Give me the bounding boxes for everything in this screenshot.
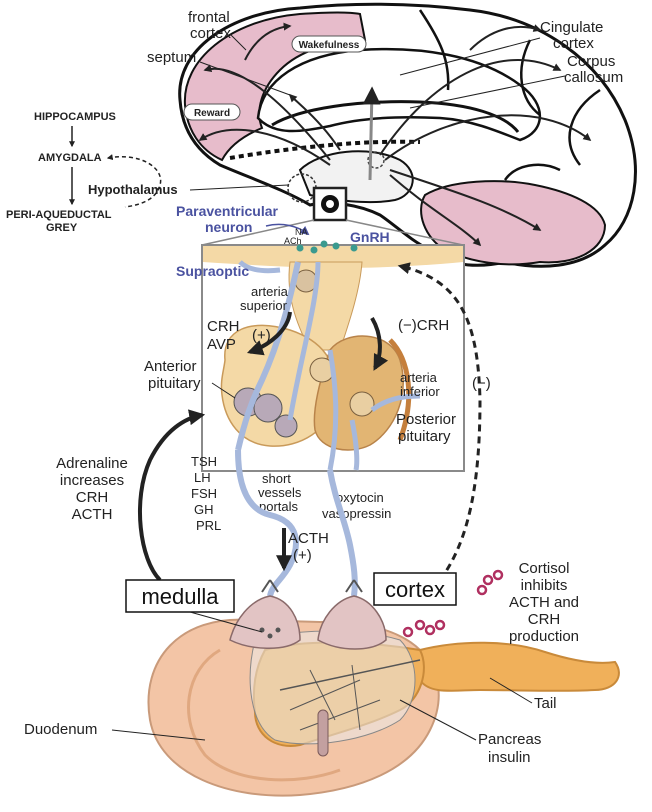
label-anterior-1: Anterior (144, 358, 197, 375)
label-ach: ACh (284, 236, 302, 246)
capillary-plexus (275, 415, 297, 437)
label-supraoptic: Supraoptic (176, 263, 249, 279)
label-hippocampus: HIPPOCAMPUS (34, 111, 116, 123)
label-arteria-superior-2: superior (240, 298, 288, 313)
label-hormone-tsh: TSH (191, 454, 217, 469)
label-wakefulness: Wakefulness (299, 40, 360, 51)
label-medulla: medulla (141, 584, 219, 609)
label-hormone-prl: PRL (196, 518, 221, 533)
label-gnrh: GnRH (350, 229, 390, 245)
label-adrenaline-2: increases (60, 472, 124, 489)
cortisol-note: Cortisol inhibits ACTH and CRH productio… (509, 560, 579, 645)
label-cingulate-cortex-1: Cingulate (540, 19, 603, 36)
label-vasopressin: vasopressin (322, 506, 391, 521)
projection-wakefulness (370, 90, 372, 180)
label-arteria-inferior-1: arteria (400, 370, 438, 385)
label-cortisol-3: ACTH and (509, 594, 579, 611)
capillary-plexus (254, 394, 282, 422)
label-arteria-superior-1: arteria (251, 284, 289, 299)
label-avp: AVP (207, 336, 236, 353)
label-hormone-lh: LH (194, 470, 211, 485)
label-hormone-gh: GH (194, 502, 214, 517)
label-short-vessels-2: vessels (258, 485, 302, 500)
label-adrenaline-1: Adrenaline (56, 455, 128, 472)
label-paraventricular-2: neuron (205, 219, 252, 235)
label-oxytocin: oxytocin (336, 490, 384, 505)
label-pag-2: GREY (46, 222, 78, 234)
label-anterior-2: pituitary (148, 375, 201, 392)
pancreas-tail (420, 643, 619, 691)
label-corpus-callosum-2: callosum (564, 69, 623, 86)
label-cortex: cortex (385, 577, 445, 602)
label-insulin: insulin (488, 749, 531, 766)
label-crh: CRH (207, 318, 240, 335)
label-amygdala: AMYGDALA (38, 152, 102, 164)
label-tail: Tail (534, 695, 557, 712)
label-duodenum: Duodenum (24, 721, 97, 738)
label-hormone-fsh: FSH (191, 486, 217, 501)
left-adrenal (230, 596, 300, 648)
label-short-vessels-1: short (262, 471, 291, 486)
adrenaline-note: Adrenaline increases CRH ACTH (56, 455, 128, 523)
label-paraventricular-1: Paraventricular (176, 203, 278, 219)
label-reward: Reward (194, 108, 230, 119)
label-pancreas: Pancreas (478, 731, 541, 748)
label-acth-plus: (+) (293, 547, 312, 564)
label-posterior-1: Posterior (396, 411, 456, 428)
label-minus: (−) (472, 375, 491, 392)
vessel-stub (318, 710, 328, 756)
pituitary-stalk-core (326, 200, 334, 208)
label-posterior-2: pituitary (398, 428, 451, 445)
label-arteria-inferior-2: inferior (400, 384, 440, 399)
label-adrenaline-3: CRH (76, 489, 109, 506)
label-cingulate-cortex-2: cortex (553, 35, 594, 52)
label-cortisol-2: inhibits (521, 577, 568, 594)
label-hypothalamus: Hypothalamus (88, 182, 178, 197)
label-cortisol-5: production (509, 628, 579, 645)
label-adrenaline-4: ACTH (72, 506, 113, 523)
label-cortisol-1: Cortisol (519, 560, 570, 577)
label-corpus-callosum-1: Corpus (567, 53, 615, 70)
label-pag-1: PERI-AQUEDUCTAL (6, 209, 112, 221)
label-frontal-cortex-2: cortex (190, 25, 231, 42)
label-cortisol-4: CRH (528, 611, 561, 628)
vessel-to-right-adrenal (330, 470, 355, 596)
label-frontal-cortex-1: frontal (188, 9, 230, 26)
label-septum: septum (147, 49, 196, 66)
label-acth: ACTH (288, 530, 329, 547)
label-minus-crh: (−)CRH (398, 317, 449, 334)
capillary-plexus (350, 392, 374, 416)
